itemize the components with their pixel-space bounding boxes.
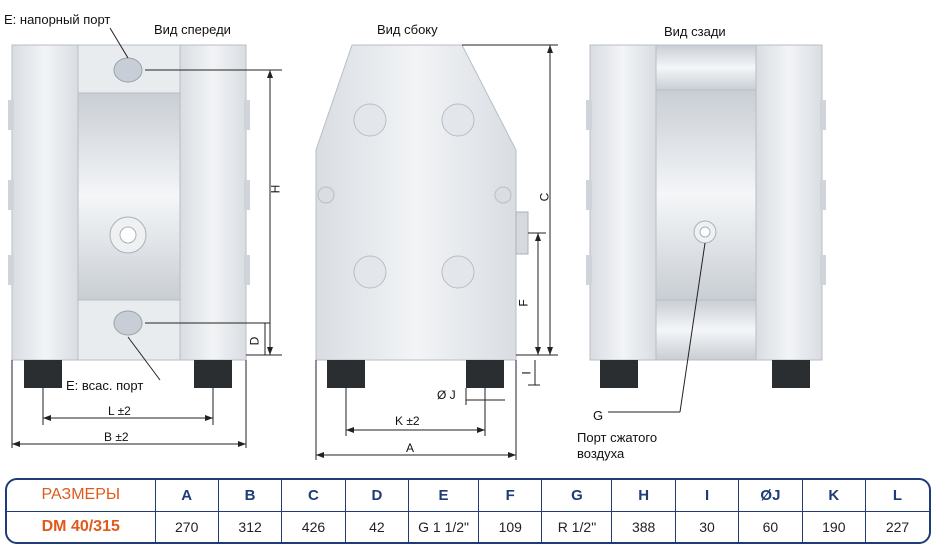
discharge-port-label: E: напорный порт bbox=[4, 12, 111, 27]
table-cell: 42 bbox=[345, 511, 410, 542]
table-col-header: L bbox=[865, 480, 929, 512]
dim-l-label: L ±2 bbox=[108, 404, 131, 418]
dim-c-label: C bbox=[537, 192, 552, 202]
air-port-letter: G bbox=[593, 408, 604, 423]
dim-i-label: I bbox=[519, 371, 534, 375]
back-view-title: Вид сзади bbox=[664, 24, 726, 39]
table-col-header: E bbox=[408, 480, 480, 512]
table-cell: 109 bbox=[478, 511, 543, 542]
dim-f-label: F bbox=[516, 299, 531, 307]
table-cell: 227 bbox=[885, 518, 910, 535]
table-col-header: F bbox=[478, 480, 543, 512]
back-view-drawing bbox=[586, 44, 826, 388]
side-view-title: Вид сбоку bbox=[377, 22, 438, 37]
table-cell: 312 bbox=[218, 511, 283, 542]
air-port-label-line1: Порт сжатого bbox=[577, 430, 658, 445]
front-view-drawing bbox=[8, 44, 250, 388]
table-row: DM 40/315 270 312 426 42 G 1 1/2" 109 R … bbox=[7, 511, 929, 542]
table-cell: 60 bbox=[738, 511, 803, 542]
table-cell: 30 bbox=[675, 511, 740, 542]
table-model-name: DM 40/315 bbox=[7, 511, 156, 542]
dimension-lines bbox=[11, 27, 706, 460]
table-cell: R 1/2" bbox=[541, 511, 613, 542]
pump-dimension-drawing bbox=[8, 27, 826, 460]
table-col-header: G bbox=[541, 480, 613, 512]
dim-b-label: B ±2 bbox=[104, 430, 129, 444]
table-col-header: ØJ bbox=[738, 480, 803, 512]
dim-j-label: Ø J bbox=[437, 388, 456, 402]
table-col-header: D bbox=[345, 480, 410, 512]
table-col-header: C bbox=[281, 480, 346, 512]
side-view-drawing bbox=[315, 44, 529, 388]
dim-a-label: A bbox=[406, 441, 415, 455]
table-col-header: K bbox=[802, 480, 867, 512]
front-view-title: Вид спереди bbox=[154, 22, 231, 37]
table-col-header: H bbox=[611, 480, 676, 512]
table-col-header: B bbox=[218, 480, 283, 512]
table-col-header: I bbox=[675, 480, 740, 512]
table-cell: 270 bbox=[155, 511, 219, 542]
dimensions-table: РАЗМЕРЫ A B C D E F G H I ØJ K L DM 40/3… bbox=[5, 478, 931, 544]
dim-h-label: H bbox=[268, 184, 283, 194]
table-header-label: РАЗМЕРЫ bbox=[7, 480, 156, 512]
dimension-arrows bbox=[12, 45, 553, 458]
table-cell: G 1 1/2" bbox=[408, 511, 480, 542]
table-header-row: РАЗМЕРЫ A B C D E F G H I ØJ K L bbox=[7, 480, 929, 512]
dim-d-label: D bbox=[247, 336, 262, 346]
air-port-label-line2: воздуха bbox=[577, 446, 625, 461]
table-cell: 388 bbox=[611, 511, 676, 542]
table-cell: 190 bbox=[802, 511, 867, 542]
dim-k-label: K ±2 bbox=[395, 414, 420, 428]
table-cell: 426 bbox=[281, 511, 346, 542]
table-col-header: A bbox=[155, 480, 219, 512]
suction-port-label: E: всас. порт bbox=[66, 378, 144, 393]
